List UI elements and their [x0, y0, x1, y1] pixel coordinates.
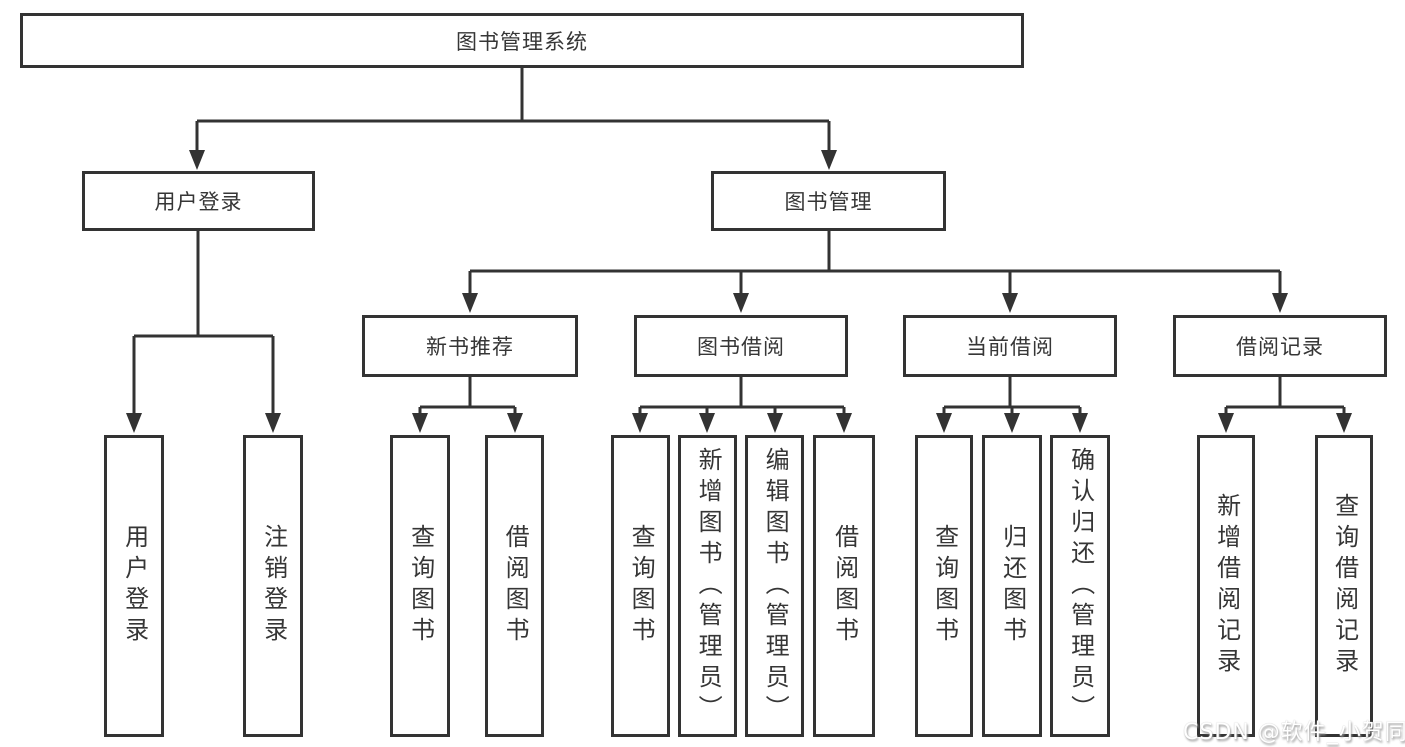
leaf-add-book-admin: 新增图书（管理员） — [678, 435, 737, 737]
leaf-label: 查询图书 — [930, 524, 959, 648]
leaf-label: 查询图书 — [627, 524, 656, 648]
leaf-label: 新增借阅记录 — [1212, 493, 1241, 679]
leaf-label: 新增图书（管理员） — [694, 446, 723, 726]
leaf-query-books-recommend: 查询图书 — [390, 435, 450, 737]
leaf-query-books-borrowing: 查询图书 — [611, 435, 670, 737]
leaf-query-borrow-record: 查询借阅记录 — [1315, 435, 1373, 737]
connector-current-borrowing-to-leaves — [936, 377, 1088, 433]
connector-root-to-level2 — [189, 68, 837, 170]
leaf-label: 借阅图书 — [830, 524, 859, 648]
leaf-borrow-books-borrowing: 借阅图书 — [813, 435, 875, 737]
leaf-logout: 注销登录 — [243, 435, 303, 737]
connector-user-login-to-leaves — [126, 231, 281, 433]
connector-borrowing-records-to-leaves — [1218, 377, 1352, 433]
leaf-confirm-return-admin: 确认归还（管理员） — [1050, 435, 1110, 737]
leaf-label: 借阅图书 — [501, 524, 530, 648]
node-user-login: 用户登录 — [82, 171, 315, 231]
leaf-query-books-current: 查询图书 — [915, 435, 973, 737]
leaf-label: 用户登录 — [120, 524, 149, 648]
csdn-watermark: CSDN @软件_小贺同学 — [1183, 720, 1405, 745]
leaf-user-login: 用户登录 — [104, 435, 164, 737]
leaf-add-borrow-record: 新增借阅记录 — [1197, 435, 1255, 737]
node-library-management-system: 图书管理系统 — [20, 13, 1024, 68]
leaf-edit-book-admin: 编辑图书（管理员） — [745, 435, 804, 737]
node-new-book-recommendation: 新书推荐 — [362, 315, 578, 377]
connector-new-book-recommendation-to-leaves — [412, 377, 523, 433]
leaf-label: 归还图书 — [998, 524, 1027, 648]
leaf-return-books: 归还图书 — [982, 435, 1042, 737]
leaf-label: 查询图书 — [406, 524, 435, 648]
connector-book-management-to-level3 — [462, 231, 1288, 313]
node-borrowing-records: 借阅记录 — [1173, 315, 1387, 377]
node-book-borrowing: 图书借阅 — [634, 315, 848, 377]
leaf-label: 注销登录 — [259, 524, 288, 648]
leaf-label: 确认归还（管理员） — [1066, 446, 1095, 726]
leaf-label: 编辑图书（管理员） — [761, 446, 790, 726]
connector-book-borrowing-to-leaves — [632, 377, 852, 433]
node-current-borrowing: 当前借阅 — [903, 315, 1117, 377]
node-book-management: 图书管理 — [711, 171, 946, 231]
leaf-borrow-books-recommend: 借阅图书 — [485, 435, 544, 737]
leaf-label: 查询借阅记录 — [1330, 493, 1359, 679]
